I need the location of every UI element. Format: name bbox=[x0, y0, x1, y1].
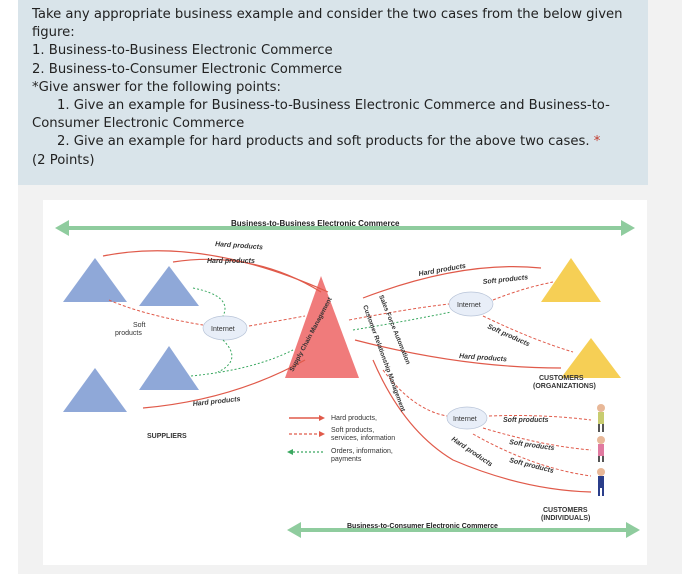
flow-soft-arrow bbox=[108, 299, 204, 326]
question-line: 2. Business-to-Consumer Electronic Comme… bbox=[32, 61, 343, 77]
internet-cloud-left bbox=[202, 315, 248, 341]
flow-hard-arrow bbox=[102, 250, 329, 293]
b2b-title: Business-to-Business Electronic Commerce bbox=[231, 219, 400, 228]
flow-order-arrow bbox=[192, 287, 226, 317]
customer-person-icon bbox=[597, 404, 605, 432]
question-block: Take any appropriate business example an… bbox=[18, 0, 648, 185]
customers-ind-label: CUSTOMERS bbox=[543, 507, 588, 514]
diagram-figure: Business-to-Business Electronic Commerce… bbox=[43, 200, 647, 565]
customers-ind-sublabel: (INDIVIDUALS) bbox=[541, 515, 590, 522]
b2c-title: Business-to-Consumer Electronic Commerce bbox=[347, 523, 498, 530]
internet-label: Internet bbox=[457, 302, 481, 309]
question-line: *Give answer for the following points: bbox=[32, 79, 281, 95]
center-enterprise-triangle bbox=[285, 276, 359, 378]
flow-hard-arrow bbox=[362, 266, 542, 299]
customers-org-sublabel: (ORGANIZATIONS) bbox=[533, 383, 596, 390]
hard-products-label: Hard products bbox=[450, 436, 494, 469]
soft-label: Soft bbox=[133, 322, 146, 329]
question-line: 1. Give an example for Business-to-Busin… bbox=[57, 98, 610, 114]
supplier-triangle bbox=[139, 346, 199, 390]
flow-soft-arrow bbox=[482, 315, 574, 353]
question-line: 2. Give an example for hard products and… bbox=[32, 133, 648, 151]
hard-products-label: Hard products bbox=[215, 241, 263, 251]
flow-soft-arrow bbox=[482, 427, 592, 451]
hard-products-label: Hard products bbox=[418, 263, 466, 278]
flow-soft-arrow bbox=[348, 303, 450, 321]
question-text: 2. Give an example for hard products and… bbox=[57, 134, 590, 150]
flow-soft-arrow bbox=[492, 281, 554, 301]
customer-person-icon bbox=[597, 436, 605, 462]
customer-org-triangle bbox=[541, 258, 601, 302]
flow-soft-arrow bbox=[472, 433, 592, 477]
b2b-banner-arrow bbox=[55, 220, 635, 236]
crm-label: Customer Relationship Management bbox=[361, 304, 406, 413]
supplier-triangle bbox=[139, 266, 199, 306]
customer-org-triangle bbox=[561, 338, 621, 378]
soft-products-label: Soft products bbox=[509, 457, 555, 475]
legend-orders: Orders, information, bbox=[331, 448, 393, 455]
supplier-triangle bbox=[63, 368, 127, 412]
hard-products-label: Hard products bbox=[207, 258, 255, 265]
legend-orders-2: payments bbox=[331, 456, 362, 463]
flow-order-arrow bbox=[190, 349, 294, 377]
question-line: Take any appropriate business example an… bbox=[32, 7, 623, 22]
suppliers-label: SUPPLIERS bbox=[147, 433, 187, 440]
flow-hard-arrow bbox=[172, 258, 322, 293]
legend-soft: Soft products, bbox=[331, 427, 374, 434]
flow-soft-arrow bbox=[488, 415, 592, 421]
legend-hard: Hard products, bbox=[331, 415, 377, 422]
soft-products-label: Soft products bbox=[503, 417, 549, 424]
supplier-triangle bbox=[63, 258, 127, 302]
flow-hard-arrow bbox=[372, 359, 592, 493]
flow-hard-arrow bbox=[354, 339, 562, 369]
legend bbox=[287, 415, 325, 455]
question-line: figure: bbox=[32, 25, 75, 41]
hard-products-label: Hard products bbox=[192, 396, 240, 408]
customer-person-icon bbox=[597, 468, 605, 496]
customers-org-label: CUSTOMERS bbox=[539, 375, 584, 382]
hard-products-label: Hard products bbox=[459, 353, 507, 363]
flow-hard-arrow bbox=[142, 359, 306, 409]
b2c-banner-arrow bbox=[287, 522, 640, 538]
soft-products-label: Soft products bbox=[482, 274, 528, 286]
diagram-svg: Business-to-Business Electronic Commerce… bbox=[55, 219, 640, 538]
question-line: Consumer Electronic Commerce bbox=[32, 116, 245, 132]
internet-cloud-right-bottom bbox=[446, 406, 488, 430]
internet-label: Internet bbox=[211, 326, 235, 333]
question-line: 1. Business-to-Business Electronic Comme… bbox=[32, 43, 333, 59]
legend-soft-2: services, information bbox=[331, 435, 395, 442]
required-mark: * bbox=[593, 134, 601, 150]
internet-label: Internet bbox=[453, 416, 477, 423]
points-label: (2 Points) bbox=[32, 152, 95, 168]
flow-soft-arrow bbox=[248, 315, 306, 327]
products-label: products bbox=[115, 330, 142, 337]
flow-order-arrow bbox=[217, 339, 233, 373]
